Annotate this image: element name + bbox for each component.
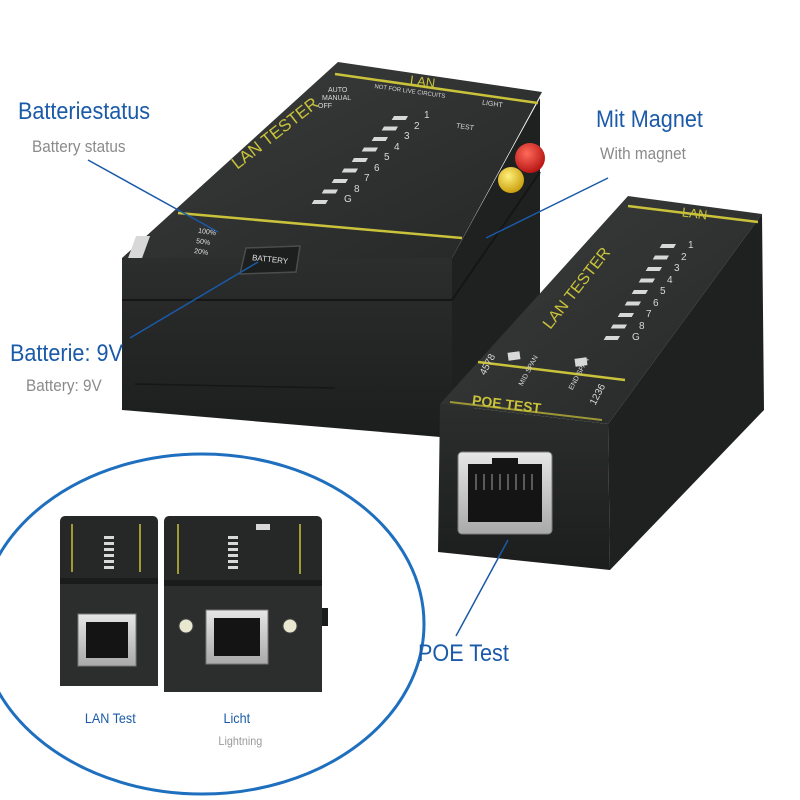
main-led-4 <box>361 147 378 152</box>
light-callout: Licht <box>223 710 251 726</box>
main-led-label-5: 5 <box>384 152 390 163</box>
main-led-5 <box>351 158 368 162</box>
remote-tester-unit <box>438 196 764 570</box>
main-tester-unit <box>122 62 545 438</box>
main-led-label-3: 3 <box>404 131 410 142</box>
remote-led-8 <box>610 324 627 329</box>
battery-button[interactable] <box>239 245 301 275</box>
remote-led-column <box>603 244 677 340</box>
remote-led-5 <box>631 290 648 294</box>
remote-led-label-3: 3 <box>674 263 680 274</box>
remote-led-label-9: G <box>632 332 640 343</box>
main-led-label-8: 8 <box>354 183 360 195</box>
battery-status-label-en: Battery status <box>32 137 126 156</box>
lan-test-callout: LAN Test <box>84 710 136 726</box>
remote-led-label-7: 7 <box>646 309 652 320</box>
main-led-6 <box>341 168 358 173</box>
main-led-1 <box>391 116 408 120</box>
mode-manual-label: MANUAL <box>322 95 352 102</box>
remote-led-label-1: 1 <box>688 240 694 251</box>
magnet-label-en: With magnet <box>600 144 686 163</box>
remote-led-label-2: 2 <box>681 251 687 263</box>
mode-auto-label: AUTO <box>328 87 348 94</box>
light-button-yellow[interactable] <box>498 167 524 193</box>
magnet-label: Mit Magnet <box>596 106 703 133</box>
main-led-column <box>311 116 408 204</box>
battery-status-label: Batteriestatus <box>18 98 151 125</box>
main-led-9 <box>311 200 328 204</box>
battery-level-indicator <box>128 236 151 258</box>
remote-led-9 <box>603 336 620 340</box>
remote-led-label-6: 6 <box>653 297 659 309</box>
remote-led-label-8: 8 <box>639 320 645 332</box>
remote-led-7 <box>617 313 634 317</box>
remote-led-1 <box>659 244 677 248</box>
remote-led-6 <box>624 301 641 306</box>
battery-9v-label: Batterie: 9V <box>10 340 123 367</box>
remote-lan-label: LAN <box>681 204 709 223</box>
remote-led-label-5: 5 <box>660 286 666 297</box>
main-led-label-1: 1 <box>424 110 430 121</box>
remote-led-2 <box>652 255 669 260</box>
main-led-label-9: G <box>344 194 352 205</box>
remote-led-3 <box>645 267 662 271</box>
main-led-8 <box>321 189 338 194</box>
rj45-jack-poe[interactable] <box>457 451 553 535</box>
battery-9v-label-en: Battery: 9V <box>26 376 102 395</box>
main-led-2 <box>381 126 398 131</box>
inset-detail <box>0 452 426 796</box>
main-led-label-4: 4 <box>394 141 400 153</box>
mode-off-label: OFF <box>318 103 332 110</box>
remote-led-4 <box>638 278 655 283</box>
main-led-3 <box>371 137 388 141</box>
light-callout-en: Lightning <box>218 734 263 748</box>
main-led-label-7: 7 <box>364 173 370 184</box>
poe-test-callout: POE Test <box>418 640 509 667</box>
remote-led-label-4: 4 <box>667 274 673 286</box>
main-led-7 <box>331 179 348 183</box>
main-led-label-6: 6 <box>374 162 380 174</box>
main-led-label-2: 2 <box>414 120 420 132</box>
test-button-red[interactable] <box>515 143 545 173</box>
